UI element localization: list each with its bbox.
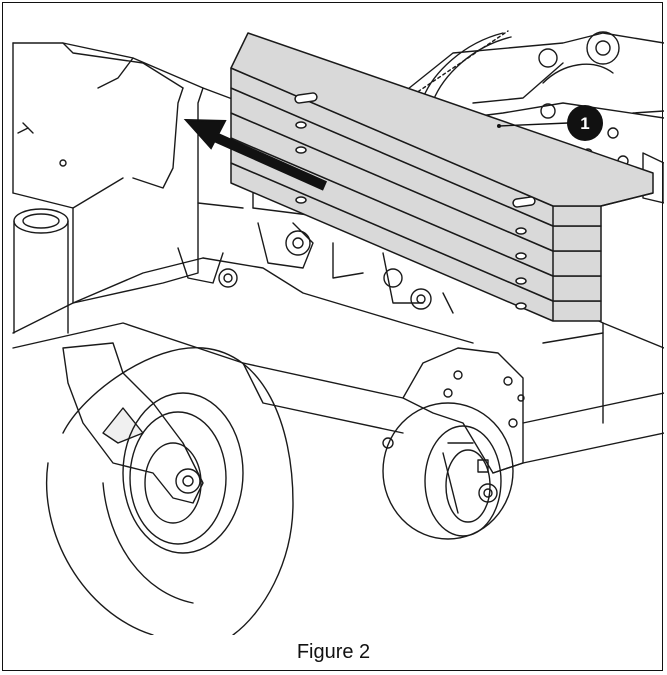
weight-plate-top [230, 32, 654, 227]
callout-1: 1 [497, 105, 603, 141]
left-wheel [46, 347, 294, 635]
weight-stack [230, 32, 654, 322]
arrow-left-up-icon [183, 118, 328, 191]
mower-deck-illustration: 1 [12, 30, 664, 635]
left-caster-post [13, 208, 69, 334]
discharge-housing [12, 42, 254, 304]
right-wheel [382, 402, 514, 540]
right-caster [402, 347, 525, 503]
figure-caption: Figure 2 [296, 641, 371, 663]
callout-number: 1 [580, 114, 589, 133]
spring [412, 30, 512, 102]
deck-brackets [177, 222, 454, 449]
